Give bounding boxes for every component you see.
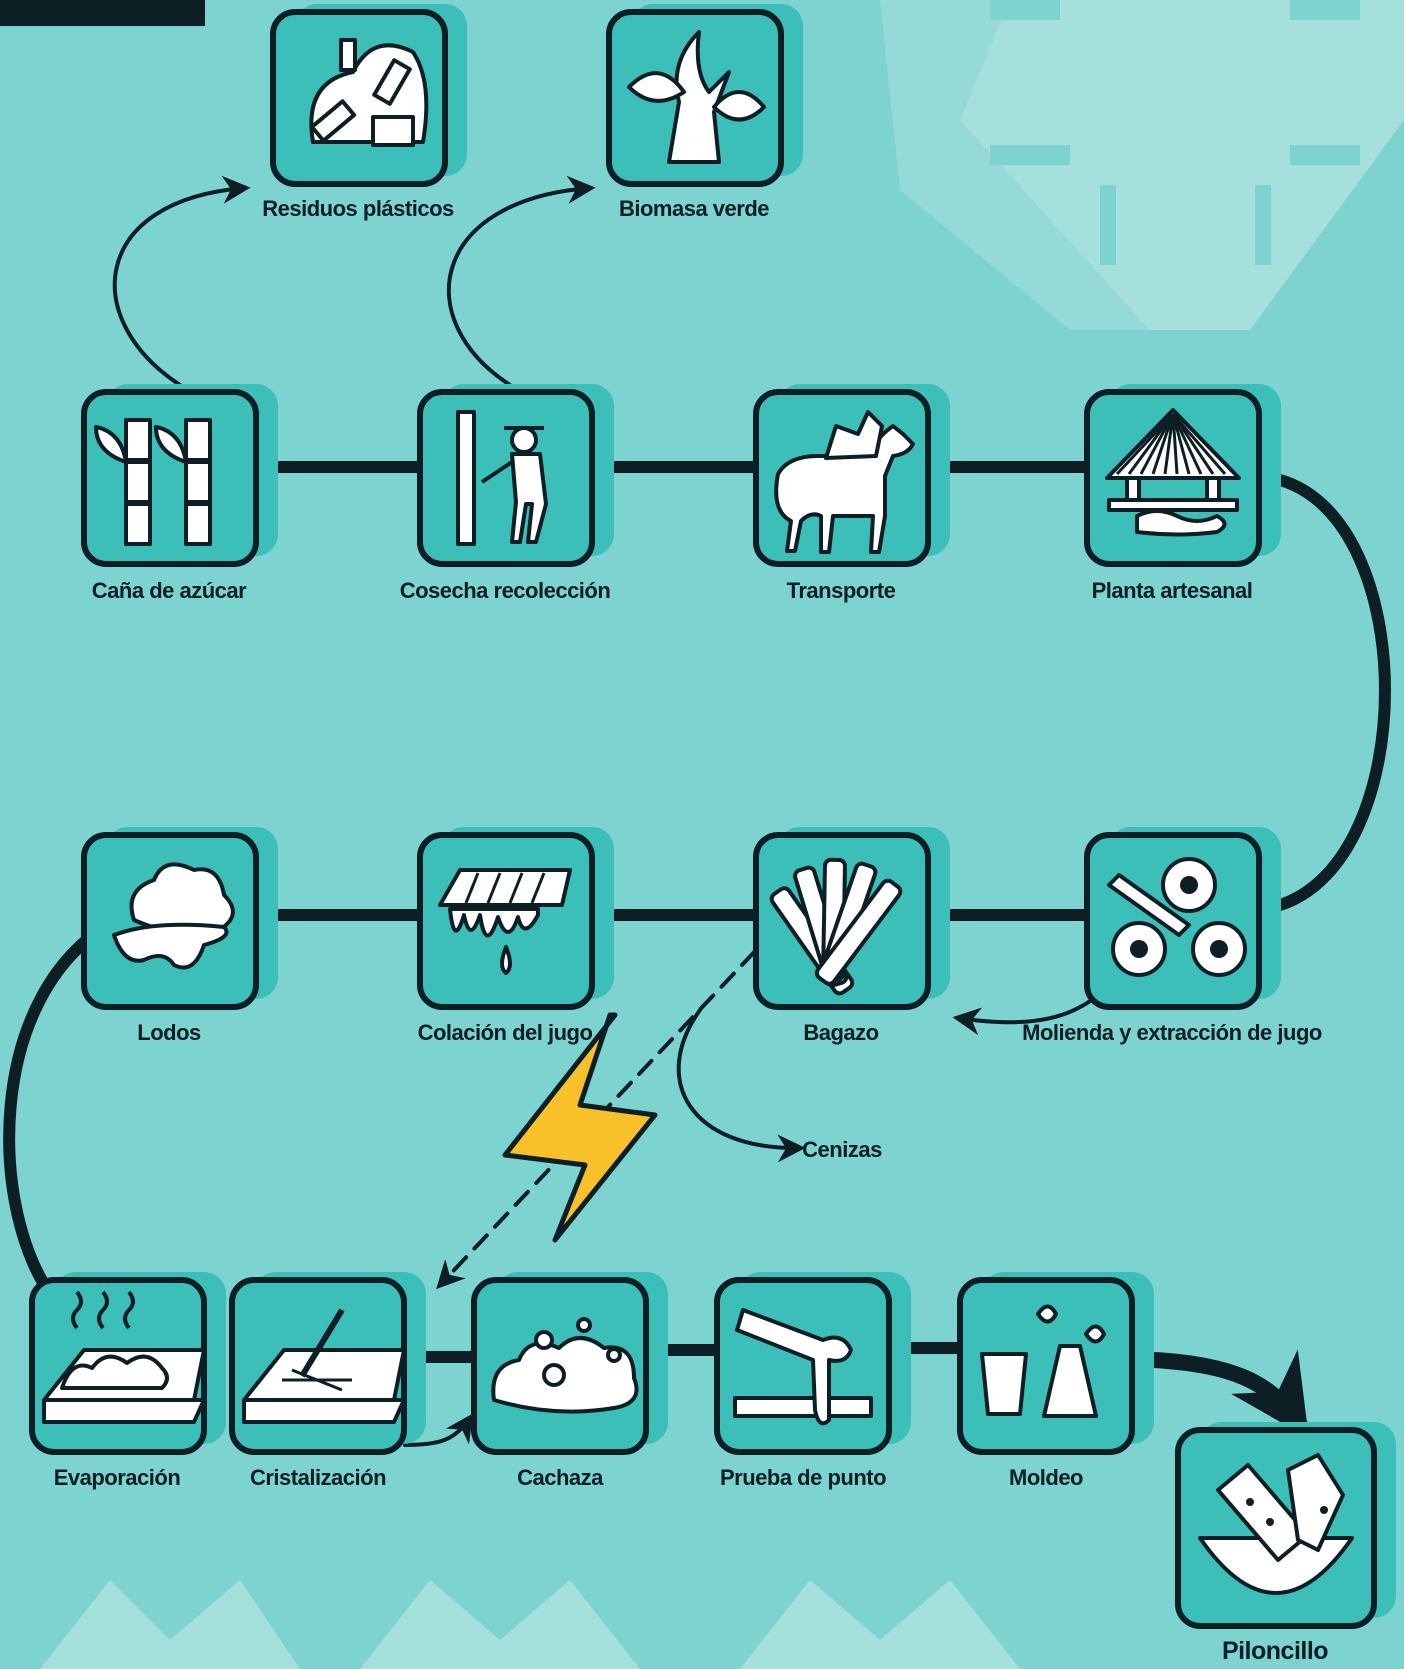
energy-bolt-icon [505,1015,655,1240]
node-cachaza [474,1272,668,1452]
node-planta [1087,384,1281,564]
node-biomasa [609,4,803,184]
tile-frame [84,392,256,564]
node-label-moldeo: Moldeo [1009,1465,1083,1491]
node-label-lodos: Lodos [137,1020,201,1046]
arrow-moldeo-piloncillo [1155,1360,1300,1425]
node-bagazo [756,827,950,1007]
corner-block [0,0,205,26]
node-label-cosecha: Cosecha recolección [400,578,611,604]
arrow-bagazo-cenizas [679,1010,800,1148]
node-lodos [84,827,278,1007]
node-cana [84,384,278,564]
node-prueba [717,1272,911,1452]
node-label-transporte: Transporte [787,578,896,604]
node-cristalizacion [232,1272,426,1452]
node-label-planta: Planta artesanal [1092,578,1253,604]
node-label-bagazo: Bagazo [803,1020,878,1046]
node-label-cachaza: Cachaza [517,1465,603,1491]
node-label-residuos: Residuos plásticos [262,196,454,222]
connector-planta-molienda [1280,480,1385,905]
node-transporte [756,384,950,564]
node-label-cenizas: Cenizas [802,1137,882,1163]
node-label-cana: Caña de azúcar [92,578,246,604]
tile-frame [717,1280,889,1452]
node-residuos [273,4,467,184]
node-cosecha [420,384,614,564]
node-label-evaporacion: Evaporación [54,1465,181,1491]
arrow-cana-residuos [115,188,245,385]
node-label-prueba: Prueba de punto [720,1465,886,1491]
connector-lines [9,188,1385,1445]
node-label-biomasa: Biomasa verde [619,196,769,222]
node-label-cristalizacion: Cristalización [250,1465,386,1491]
node-label-colacion: Colación del jugo [418,1020,593,1046]
node-label-piloncillo: Piloncillo [1222,1637,1328,1666]
tile-frame [420,392,592,564]
node-moldeo [960,1272,1154,1452]
node-molienda [1087,827,1281,1007]
node-evaporacion [32,1272,226,1452]
node-piloncillo [1178,1422,1396,1626]
node-label-molienda: Molienda y extracción de jugo [1022,1020,1322,1046]
arrow-cosecha-biomasa [449,188,590,385]
node-colacion [420,827,614,1007]
